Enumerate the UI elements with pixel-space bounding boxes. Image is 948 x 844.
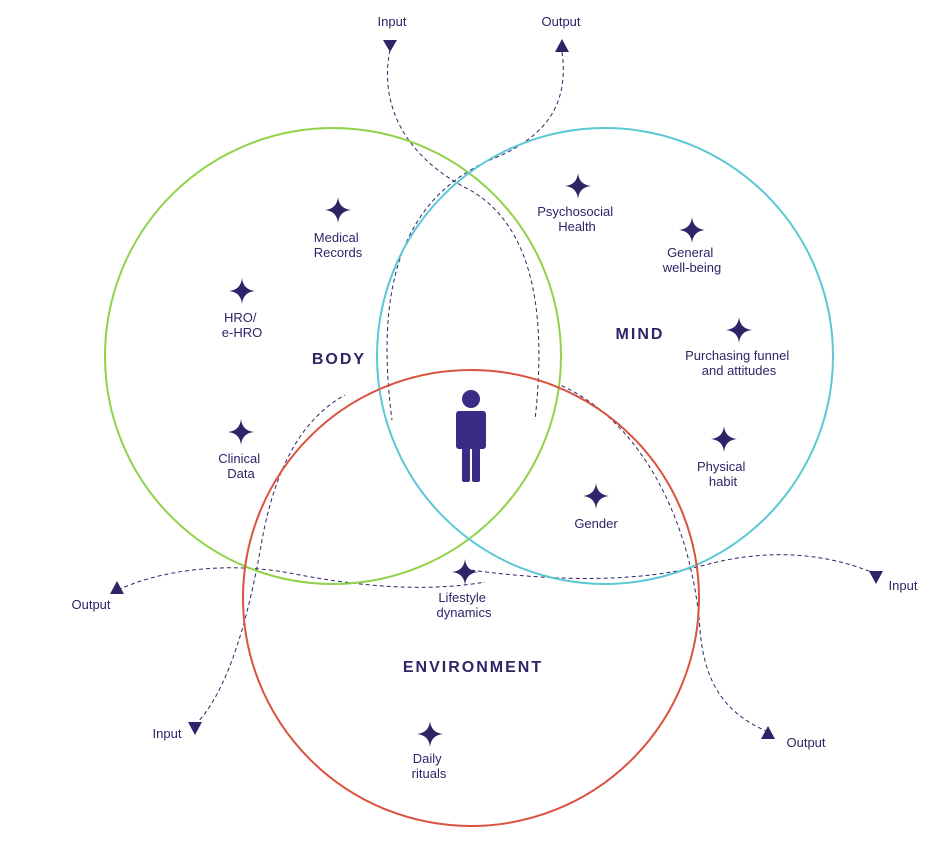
clinical-data-label: Clinical Data bbox=[218, 451, 264, 481]
item-purchasing-funnel: Purchasing funnel and attitudes bbox=[685, 317, 793, 378]
environment-title: ENVIRONMENT bbox=[403, 659, 543, 676]
flow-top-input: Input bbox=[378, 14, 407, 52]
body-title: BODY bbox=[312, 351, 366, 368]
item-clinical-data: Clinical Data bbox=[218, 419, 264, 481]
daily-rituals-label: Daily rituals bbox=[412, 751, 447, 781]
item-daily-rituals: Daily rituals bbox=[412, 721, 447, 781]
right-output-label: Output bbox=[786, 735, 825, 750]
body-circle bbox=[104, 127, 562, 585]
top-output-flow bbox=[386, 51, 564, 421]
lifestyle-dynamics-label: Lifestyle dynamics bbox=[437, 590, 492, 620]
flow-left-input: Input bbox=[153, 722, 202, 741]
flow-lines bbox=[117, 49, 877, 733]
item-physical-habit: Physical habit bbox=[697, 426, 749, 489]
flow-right-output: Output bbox=[761, 726, 826, 750]
sparkle-icon bbox=[325, 197, 351, 223]
arrow-up-icon bbox=[555, 39, 569, 52]
sparkle-icon bbox=[229, 278, 255, 304]
item-lifestyle-dynamics: Lifestyle dynamics bbox=[437, 559, 492, 620]
flow-right-input: Input bbox=[869, 571, 918, 593]
sparkle-icon bbox=[565, 173, 591, 199]
top-output-label: Output bbox=[541, 14, 580, 29]
psychosocial-health-label: Psychosocial Health bbox=[537, 204, 617, 234]
right-output-flow bbox=[559, 384, 769, 733]
left-output-flow bbox=[117, 567, 486, 591]
sparkle-icon bbox=[228, 419, 254, 445]
item-psychosocial-health: Psychosocial Health bbox=[537, 173, 617, 234]
arrow-down-icon bbox=[383, 40, 397, 52]
mind-circle bbox=[376, 127, 834, 585]
medical-records-label: Medical Records bbox=[314, 230, 363, 260]
physical-habit-label: Physical habit bbox=[697, 459, 749, 489]
top-input-label: Input bbox=[378, 14, 407, 29]
sparkle-icon bbox=[417, 721, 443, 747]
arrow-down-icon bbox=[188, 722, 202, 735]
item-hro: HRO/ e-HRO bbox=[222, 278, 262, 340]
left-output-label: Output bbox=[71, 597, 110, 612]
arrow-up-icon bbox=[761, 726, 775, 739]
sparkle-icon bbox=[679, 217, 705, 243]
purchasing-funnel-label: Purchasing funnel and attitudes bbox=[685, 348, 793, 378]
item-general-wellbeing: General well-being bbox=[662, 217, 722, 275]
mind-title: MIND bbox=[616, 326, 665, 343]
top-input-flow bbox=[387, 49, 540, 421]
item-medical-records: Medical Records bbox=[314, 197, 363, 260]
gender-label: Gender bbox=[574, 516, 618, 531]
right-input-flow bbox=[469, 554, 877, 579]
general-wellbeing-label: General well-being bbox=[662, 245, 722, 275]
arrow-up-icon bbox=[110, 581, 124, 594]
hro-label: HRO/ e-HRO bbox=[222, 310, 262, 340]
sparkle-icon bbox=[583, 483, 609, 509]
sparkle-icon bbox=[726, 317, 752, 343]
flow-top-output: Output bbox=[541, 14, 581, 52]
flow-left-output: Output bbox=[71, 581, 124, 612]
item-gender: Gender bbox=[574, 483, 618, 531]
left-input-label: Input bbox=[153, 726, 182, 741]
person-icon bbox=[456, 390, 486, 482]
left-input-flow bbox=[194, 394, 346, 726]
sparkle-icon bbox=[711, 426, 737, 452]
right-input-label: Input bbox=[889, 578, 918, 593]
arrow-down-icon bbox=[869, 571, 883, 584]
environment-circle bbox=[242, 369, 700, 827]
sparkle-icon bbox=[452, 559, 478, 585]
